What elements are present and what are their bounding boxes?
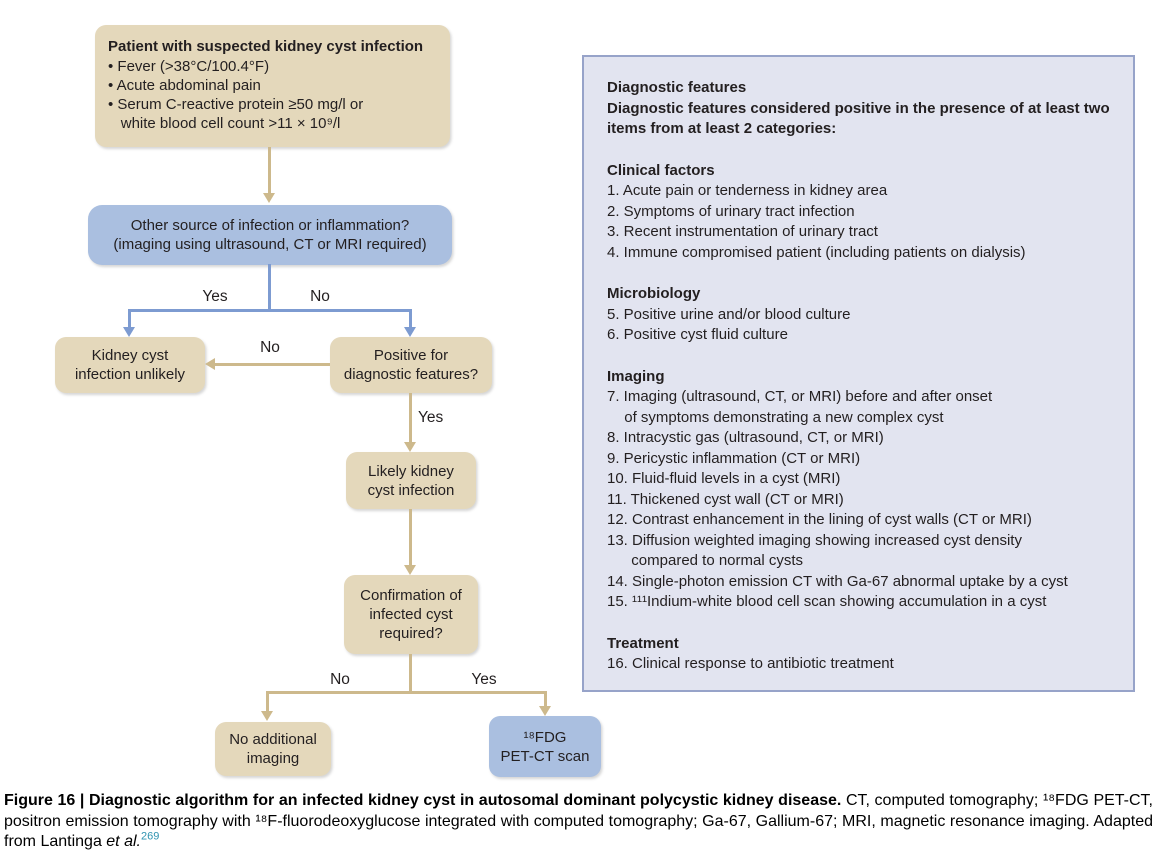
figure-caption-abbreviations: CT, computed tomography; ¹⁸FDG PET-CT, p…	[4, 792, 1154, 850]
arrowhead-down-icon	[261, 711, 273, 721]
connector-yes-branch	[128, 309, 131, 327]
node-no-additional-imaging: No additional imaging	[215, 722, 331, 776]
figure-caption-reference: 269	[140, 830, 160, 843]
figure-caption-title: Figure 16 | Diagnostic algorithm for an …	[4, 792, 842, 809]
diagnostic-features-panel: Diagnostic features Diagnostic features …	[582, 55, 1135, 692]
arrowhead-down-icon	[539, 706, 551, 716]
arrowhead-down-icon	[404, 327, 416, 337]
criterion-abdominal-pain: • Acute abdominal pain	[108, 77, 261, 94]
criterion-fever: • Fever (>38°C/100.4°F)	[108, 58, 270, 75]
arrowhead-down-icon	[404, 565, 416, 575]
connector-no-to-unlikely	[214, 363, 330, 366]
panel-item: 1. Acute pain or tenderness in kidney ar…	[607, 182, 888, 199]
node-other-source-decision: Other source of infection or inflammatio…	[88, 205, 452, 265]
panel-item: 9. Pericystic inflammation (CT or MRI)	[607, 449, 861, 467]
node-fdg-pet-ct-scan: ¹⁸FDG PET-CT scan	[489, 716, 601, 777]
section-treatment: Treatment 16. Clinical response to antib…	[607, 634, 1115, 675]
branch-label-yes: Yes	[471, 671, 497, 688]
arrowhead-down-icon	[404, 442, 416, 452]
section-microbiology: Microbiology 5. Positive urine and/or bl…	[607, 284, 1115, 346]
panel-item: 12. Contrast enhancement in the lining o…	[607, 511, 1032, 528]
panel-item: 14. Single-photon emission CT with Ga-67…	[607, 572, 1068, 590]
branch-label-yes: Yes	[202, 288, 228, 305]
arrowhead-down-icon	[123, 327, 135, 337]
panel-item: 7. Imaging (ultrasound, CT, or MRI) befo…	[607, 388, 993, 426]
branch-label-no: No	[310, 288, 330, 305]
connector-confirmation-split	[266, 691, 547, 694]
node-suspected-infection: Patient with suspected kidney cyst infec…	[95, 25, 450, 147]
connector-decision-stem	[268, 264, 271, 311]
figure-caption: Figure 16 | Diagnostic algorithm for an …	[4, 791, 1153, 853]
connector-no-imaging-branch	[266, 691, 269, 711]
connector-no-branch	[409, 309, 412, 327]
section-heading: Microbiology	[607, 285, 701, 302]
branch-label-no: No	[330, 671, 350, 688]
criterion-crp-wbc: • Serum C-reactive protein ≥50 mg/l or w…	[108, 96, 364, 132]
panel-item: 15. ¹¹¹Indium-white blood cell scan show…	[607, 593, 1047, 610]
section-clinical-factors: Clinical factors 1. Acute pain or tender…	[607, 161, 1115, 264]
panel-item: 13. Diffusion weighted imaging showing i…	[607, 531, 1022, 570]
branch-label-no: No	[260, 339, 280, 356]
panel-item: 10. Fluid-fluid levels in a cyst (MRI)	[607, 470, 841, 487]
node-infection-unlikely: Kidney cyst infection unlikely	[55, 337, 205, 393]
panel-subtitle: Diagnostic features considered positive …	[607, 99, 1110, 138]
node-likely-infection: Likely kidney cyst infection	[346, 452, 476, 509]
panel-item: 6. Positive cyst fluid culture	[607, 326, 788, 343]
section-imaging: Imaging 7. Imaging (ultrasound, CT, or M…	[607, 367, 1115, 613]
connector-pet-branch	[544, 691, 547, 707]
panel-item: 2. Symptoms of urinary tract infection	[607, 202, 855, 220]
panel-item: 5. Positive urine and/or blood culture	[607, 305, 851, 323]
connector-yes-to-likely	[409, 393, 412, 443]
arrowhead-left-icon	[205, 358, 215, 370]
panel-item: 4. Immune compromised patient (including…	[607, 243, 1026, 261]
branch-label-yes: Yes	[418, 409, 444, 426]
section-heading: Treatment	[607, 634, 679, 652]
panel-item: 8. Intracystic gas (ultrasound, CT, or M…	[607, 429, 884, 446]
panel-title: Diagnostic features	[607, 79, 747, 96]
node-confirmation-required: Confirmation of infected cyst required?	[344, 575, 478, 654]
panel-item: 3. Recent instrumentation of urinary tra…	[607, 223, 878, 240]
connector-confirmation-stem	[409, 654, 412, 693]
panel-item: 11. Thickened cyst wall (CT or MRI)	[607, 490, 844, 508]
arrowhead-down-icon	[263, 193, 275, 203]
node-positive-diagnostic-features: Positive for diagnostic features?	[330, 337, 492, 393]
connector-likely-to-confirmation	[409, 509, 412, 566]
section-heading: Clinical factors	[607, 161, 715, 179]
panel-item: 16. Clinical response to antibiotic trea…	[607, 655, 894, 672]
connector-start-to-decision	[268, 147, 271, 193]
node-suspected-infection-title: Patient with suspected kidney cyst infec…	[108, 38, 424, 55]
connector-decision-split	[128, 309, 412, 312]
figure-caption-etal: et al.	[106, 833, 141, 850]
section-heading: Imaging	[607, 367, 665, 385]
